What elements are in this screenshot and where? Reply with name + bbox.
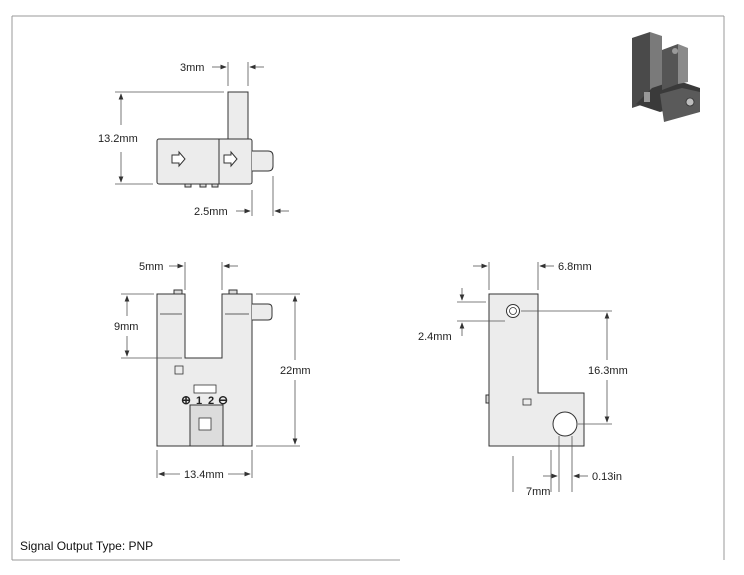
- front-view: [156, 289, 273, 447]
- minus-icon: ⊖: [218, 393, 228, 407]
- isometric-preview: [632, 32, 700, 122]
- dim-top-height: 13.2mm: [98, 133, 138, 145]
- drawing-frame: [11, 15, 725, 561]
- top-dimensions: [115, 62, 289, 216]
- dim-side-bottom: 7mm: [526, 486, 550, 498]
- front-dimensions: [121, 262, 300, 478]
- top-view: [156, 91, 274, 188]
- pin1-label: 1: [196, 395, 202, 407]
- dim-front-slot-width: 5mm: [139, 261, 163, 273]
- dim-side-hole-spacing: 16.3mm: [588, 365, 628, 377]
- side-dimensions: [457, 262, 612, 492]
- side-view: [485, 293, 585, 447]
- plus-icon: ⊕: [181, 393, 191, 407]
- dim-front-height: 22mm: [280, 365, 311, 377]
- dimension-labels: 3mm 13.2mm 2.5mm 5mm 9mm 22mm 13.4mm 6.8…: [98, 62, 628, 498]
- arrow-icon: [223, 150, 238, 168]
- dim-top-width: 3mm: [180, 62, 204, 74]
- dim-top-pin: 2.5mm: [194, 206, 228, 218]
- dim-front-slot-depth: 9mm: [114, 321, 138, 333]
- dim-side-width: 6.8mm: [558, 261, 592, 273]
- connector-labels: ⊕ 1 2 ⊖: [181, 393, 228, 407]
- arrow-icon: [171, 150, 186, 168]
- dim-side-hole-dia: 0.13in: [592, 471, 622, 483]
- pin2-label: 2: [208, 395, 214, 407]
- dim-side-hole-offset: 2.4mm: [418, 331, 452, 343]
- dim-front-width: 13.4mm: [184, 469, 224, 481]
- signal-output-label: Signal Output Type: PNP: [20, 539, 154, 553]
